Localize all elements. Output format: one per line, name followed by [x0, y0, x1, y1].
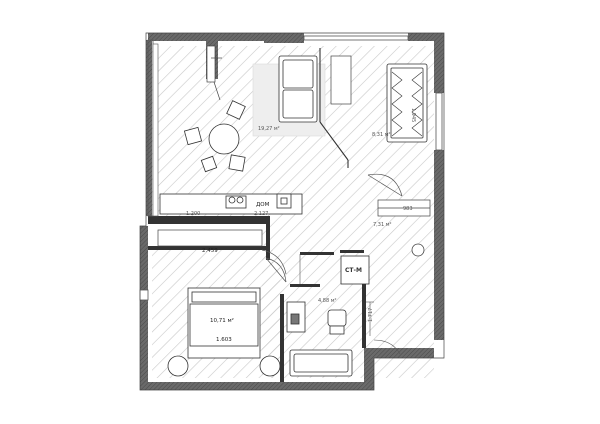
dim-hall-width: 983 — [403, 206, 413, 212]
bath-details — [299, 254, 401, 355]
partition — [319, 48, 349, 168]
hall-round-object — [411, 243, 425, 257]
bedroom-door — [261, 249, 287, 275]
bathroom-fixtures — [286, 255, 370, 377]
area-bedroom: 10,71 м² — [210, 317, 234, 324]
area-bathroom: 4,88 м² — [318, 298, 337, 304]
dim-counter-left: 1.200 — [186, 211, 200, 217]
dim-bath-side: 1.717 — [368, 308, 374, 322]
dim-bedroom-top: 2.459 — [202, 248, 218, 254]
exterior-walls — [140, 33, 444, 390]
interior-walls — [148, 216, 366, 382]
bed — [167, 287, 281, 377]
area-lounge: 8,31 м² — [372, 132, 391, 138]
lounge-door — [367, 173, 403, 197]
area-hall: 7,31 м² — [373, 222, 392, 228]
lounge-cabinet — [330, 55, 352, 105]
kitchen-counter — [159, 193, 303, 215]
dining-set — [183, 100, 246, 173]
bedroom-wardrobe — [157, 229, 263, 247]
lounge-sofa — [386, 63, 428, 143]
lounge-sofa-pattern — [391, 71, 423, 137]
living-sofa — [278, 55, 318, 123]
area-living-kitchen: 19,27 м² — [258, 126, 280, 132]
dim-sofa-side: 1.945 — [410, 108, 416, 122]
left-wardrobe — [152, 43, 159, 217]
hall-wardrobe — [377, 199, 431, 217]
dim-counter-right: 2.127 — [254, 211, 268, 217]
washer-label: СТ-М — [345, 267, 362, 274]
dim-bed-width: 1.603 — [216, 337, 232, 343]
bath-door — [265, 257, 287, 283]
exterior-outline — [139, 32, 445, 391]
oven-label: ДОМ — [256, 202, 270, 208]
kitchen-column — [206, 45, 222, 101]
